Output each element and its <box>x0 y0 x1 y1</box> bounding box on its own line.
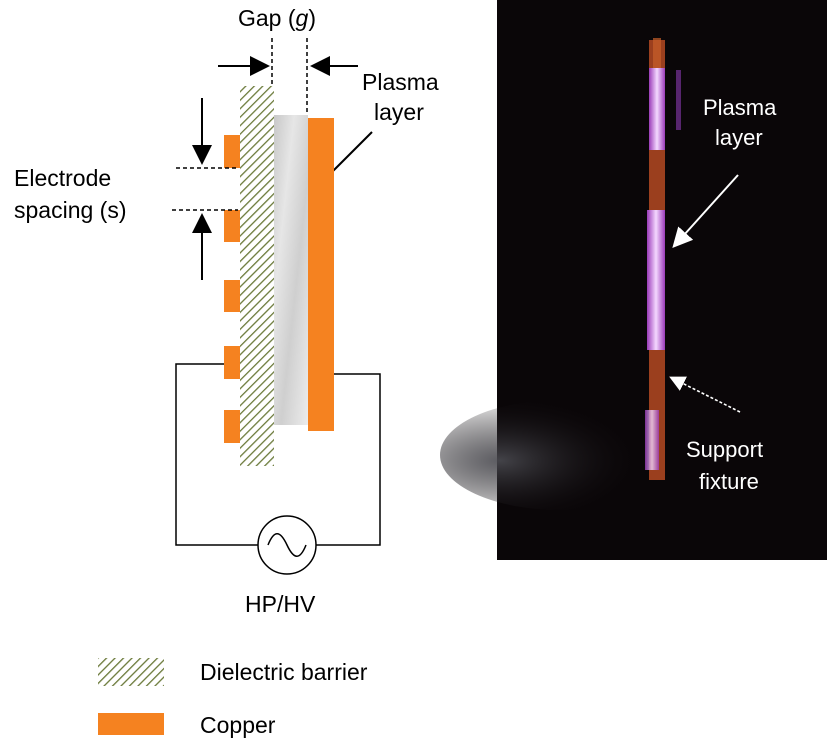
photo-support-label-line2: fixture <box>699 469 759 494</box>
schematic: Gap (g) Plasma layer Electrode spacing (… <box>14 5 439 617</box>
plasma-layer <box>274 115 308 425</box>
copper-segment-1 <box>224 135 240 168</box>
circuit-wire-right <box>316 373 381 546</box>
photo-support-label-line1: Support <box>686 437 763 462</box>
photo-side-strip <box>676 70 681 130</box>
plasma-glow-segment-3 <box>645 410 659 470</box>
gap-label: Gap (g) <box>238 5 316 31</box>
legend-dielectric-swatch <box>98 658 164 686</box>
plasma-glow-segment-2 <box>647 210 665 350</box>
plasma-photo: Plasma layer Support fixture <box>440 0 827 560</box>
legend: Dielectric barrier Copper <box>98 658 368 738</box>
copper-electrode-right <box>308 118 334 431</box>
photo-support-arrow <box>669 376 741 413</box>
plasma-label-line2: layer <box>374 99 424 125</box>
legend-copper-swatch <box>98 713 164 735</box>
power-label: HP/HV <box>245 591 316 617</box>
copper-segment-4 <box>224 346 240 379</box>
photo-plasma-label-line1: Plasma <box>703 95 777 120</box>
copper-segment-5 <box>224 410 240 443</box>
copper-segment-2 <box>224 210 240 242</box>
legend-dielectric-label: Dielectric barrier <box>200 659 368 685</box>
legend-copper-label: Copper <box>200 712 276 738</box>
ac-source-icon <box>257 515 317 575</box>
copper-segment-3 <box>224 280 240 312</box>
plasma-label-line1: Plasma <box>362 69 439 95</box>
plasma-glow-segment-1 <box>649 68 665 150</box>
electrode-label-line2: spacing (s) <box>14 197 126 223</box>
photo-plasma-label-line2: layer <box>715 125 763 150</box>
plasma-glow-top <box>653 38 661 68</box>
dielectric-barrier <box>240 86 274 466</box>
photo-floor-glow <box>440 400 680 510</box>
photo-plasma-arrow <box>672 174 739 248</box>
circuit-wire <box>175 363 258 546</box>
electrode-label-line1: Electrode <box>14 165 111 191</box>
